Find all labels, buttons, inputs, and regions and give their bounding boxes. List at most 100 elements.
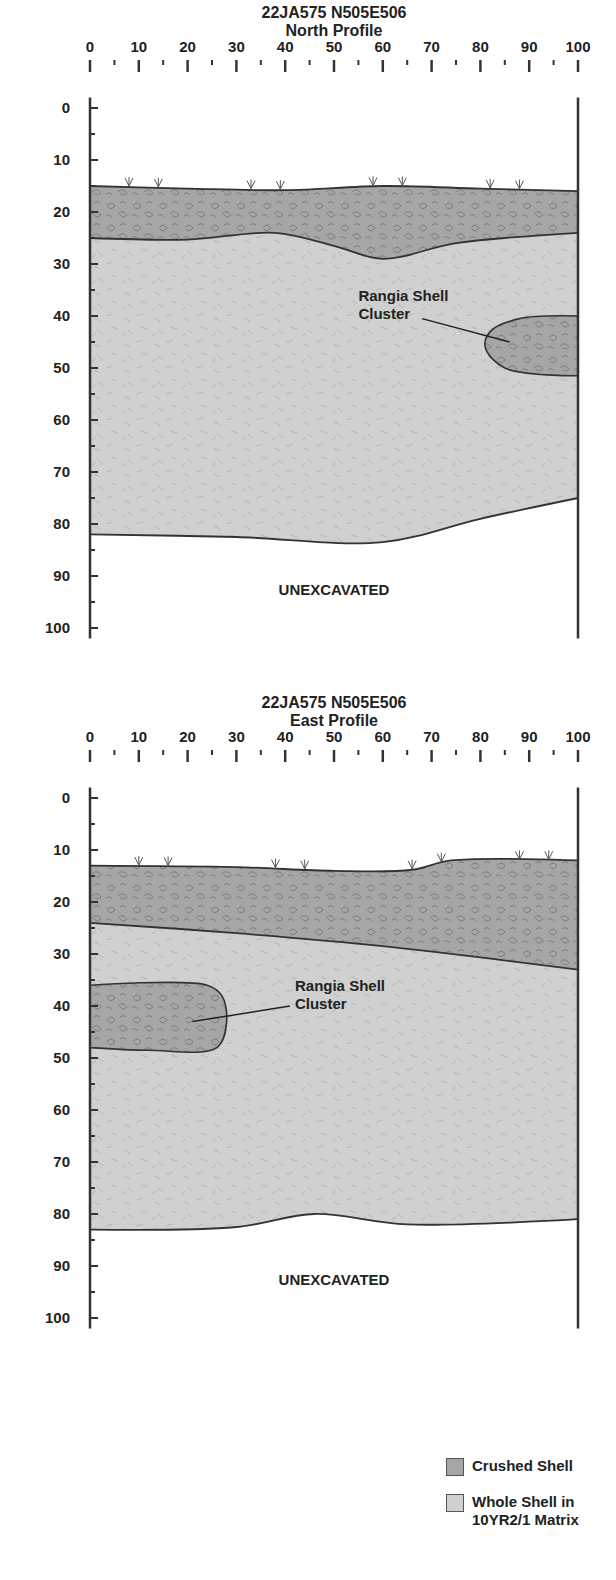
whole-shell-layer [90, 923, 578, 1230]
depth-tick [90, 1005, 98, 1007]
ruler-number: 40 [277, 38, 294, 56]
depth-number: 20 [53, 203, 70, 221]
ruler-tick [89, 60, 92, 72]
depth-tick [90, 1109, 98, 1111]
depth-tick [90, 875, 95, 877]
ruler-tick [235, 60, 238, 72]
ruler-number: 40 [277, 728, 294, 746]
depth-tick [90, 1291, 95, 1293]
ruler-tick [138, 60, 141, 72]
depth-number: 40 [53, 307, 70, 325]
ruler-tick [528, 60, 531, 72]
ruler-tick [382, 60, 385, 72]
ruler-tick [357, 60, 359, 65]
ruler-tick [553, 60, 555, 65]
ruler-number: 0 [86, 38, 94, 56]
depth-tick [90, 849, 98, 851]
depth-tick [90, 523, 98, 525]
ruler-number: 50 [326, 728, 343, 746]
frame-line [577, 98, 580, 639]
ruler-tick [162, 750, 164, 755]
ruler-number: 30 [228, 38, 245, 56]
depth-tick [90, 1083, 95, 1085]
ruler-number: 0 [86, 728, 94, 746]
grass-symbol [515, 180, 523, 189]
subtitle-text: East Profile [290, 712, 378, 730]
depth-tick [90, 601, 95, 603]
ruler-tick [186, 60, 189, 72]
depth-number: 70 [53, 463, 70, 481]
grass-symbol [164, 856, 172, 865]
depth-number: 100 [45, 619, 70, 637]
depth-tick [90, 901, 98, 903]
ruler-tick [138, 750, 141, 762]
depth-number: 60 [53, 1101, 70, 1119]
grass-symbol [276, 180, 284, 189]
ruler-tick [528, 750, 531, 762]
ruler-tick [577, 60, 580, 72]
grass-symbol [486, 179, 494, 188]
depth-number: 70 [53, 1153, 70, 1171]
ruler-tick [504, 60, 506, 65]
depth-tick [90, 211, 98, 213]
ruler-number: 90 [521, 38, 538, 56]
depth-tick [90, 575, 98, 577]
depth-tick [90, 1135, 95, 1137]
ruler-number: 10 [130, 728, 147, 746]
depth-number: 50 [53, 359, 70, 377]
grass-symbol [247, 180, 255, 189]
ruler-tick [89, 750, 92, 762]
depth-number: 10 [53, 841, 70, 859]
depth-tick [90, 237, 95, 239]
callout-label: Rangia Shell Cluster [295, 977, 405, 1013]
ruler-tick [113, 60, 115, 65]
depth-tick [90, 927, 95, 929]
depth-tick [90, 133, 95, 135]
grass-symbol [135, 856, 143, 865]
depth-number: 40 [53, 997, 70, 1015]
depth-number: 90 [53, 567, 70, 585]
depth-number: 60 [53, 411, 70, 429]
depth-tick [90, 1031, 95, 1033]
legend-text: Crushed Shell [472, 1457, 600, 1475]
legend-swatch [446, 1494, 464, 1512]
ruler-number: 10 [130, 38, 147, 56]
depth-tick [90, 445, 95, 447]
depth-tick [90, 497, 95, 499]
ruler-tick [162, 60, 164, 65]
layer-boundary [90, 923, 578, 970]
depth-number: 100 [45, 1309, 70, 1327]
grass-symbol [515, 850, 523, 859]
ruler-number: 60 [374, 38, 391, 56]
grass-symbol [408, 860, 416, 869]
ruler-number: 70 [423, 38, 440, 56]
depth-tick [90, 419, 98, 421]
ruler-tick [504, 750, 506, 755]
ruler-tick [211, 60, 213, 65]
depth-tick [90, 549, 95, 551]
ruler-tick [309, 750, 311, 755]
depth-number: 50 [53, 1049, 70, 1067]
depth-tick [90, 1057, 98, 1059]
ruler-tick [430, 750, 433, 762]
depth-tick [90, 1265, 98, 1267]
depth-tick [90, 1239, 95, 1241]
depth-number: 20 [53, 893, 70, 911]
leader-line [422, 319, 510, 342]
depth-tick [90, 107, 98, 109]
ruler-tick [333, 750, 336, 762]
zone-label: UNEXCAVATED [279, 581, 390, 599]
ruler-tick [211, 750, 213, 755]
ruler-tick [260, 750, 262, 755]
depth-number: 30 [53, 945, 70, 963]
layer-boundary [90, 498, 578, 543]
grass-symbol [369, 176, 377, 185]
depth-tick [90, 289, 95, 291]
depth-tick [90, 823, 95, 825]
ruler-tick [284, 750, 287, 762]
grass-symbol [301, 860, 309, 869]
depth-tick [90, 1317, 98, 1319]
zone-label: UNEXCAVATED [279, 1271, 390, 1289]
layer-boundary [90, 233, 578, 259]
